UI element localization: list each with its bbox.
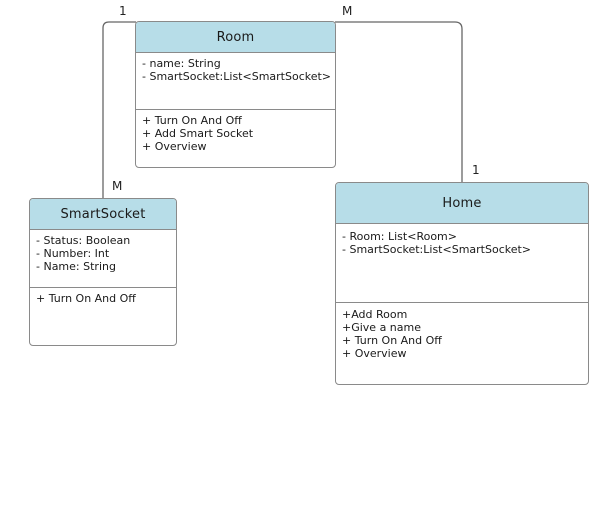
multiplicity-room-end-right: M bbox=[342, 4, 353, 18]
class-smartsocket-attributes: - Status: Boolean - Number: Int - Name: … bbox=[30, 230, 176, 288]
class-room-operations: + Turn On And Off + Add Smart Socket + O… bbox=[136, 110, 335, 153]
class-home-name: Home bbox=[336, 183, 588, 224]
class-home-operations: +Add Room +Give a name + Turn On And Off… bbox=[336, 303, 588, 360]
class-smartsocket-name: SmartSocket bbox=[30, 199, 176, 230]
class-room-name: Room bbox=[136, 22, 335, 53]
operation: + Turn On And Off bbox=[36, 292, 136, 305]
operation: +Add Room bbox=[342, 308, 408, 321]
association-line-room-home bbox=[335, 21, 463, 183]
operation: +Give a name bbox=[342, 321, 422, 334]
attribute: - name: String bbox=[142, 57, 221, 70]
attribute: - SmartSocket:List<SmartSocket> bbox=[142, 70, 332, 83]
class-room-attributes: - name: String - SmartSocket:List<SmartS… bbox=[136, 53, 335, 110]
multiplicity-room-end-left: 1 bbox=[119, 4, 127, 18]
class-room[interactable]: Room - name: String - SmartSocket:List<S… bbox=[135, 21, 336, 168]
class-home[interactable]: Home - Room: List<Room> - SmartSocket:Li… bbox=[335, 182, 589, 385]
association-line-smartsocket-room bbox=[102, 21, 136, 198]
attribute: - Number: Int bbox=[36, 247, 110, 260]
class-home-attributes: - Room: List<Room> - SmartSocket:List<Sm… bbox=[336, 224, 588, 303]
operation: + Overview bbox=[142, 140, 207, 153]
operation: + Turn On And Off bbox=[342, 334, 442, 347]
attribute: - Name: String bbox=[36, 260, 116, 273]
attribute: - SmartSocket:List<SmartSocket> bbox=[342, 243, 532, 256]
class-smartsocket-operations: + Turn On And Off bbox=[30, 288, 176, 305]
attribute: - Status: Boolean bbox=[36, 234, 131, 247]
attribute: - Room: List<Room> bbox=[342, 230, 457, 243]
operation: + Add Smart Socket bbox=[142, 127, 254, 140]
multiplicity-home-end: 1 bbox=[472, 163, 480, 177]
multiplicity-smartsocket-end: M bbox=[112, 179, 123, 193]
class-smartsocket[interactable]: SmartSocket - Status: Boolean - Number: … bbox=[29, 198, 177, 346]
operation: + Turn On And Off bbox=[142, 114, 242, 127]
operation: + Overview bbox=[342, 347, 407, 360]
